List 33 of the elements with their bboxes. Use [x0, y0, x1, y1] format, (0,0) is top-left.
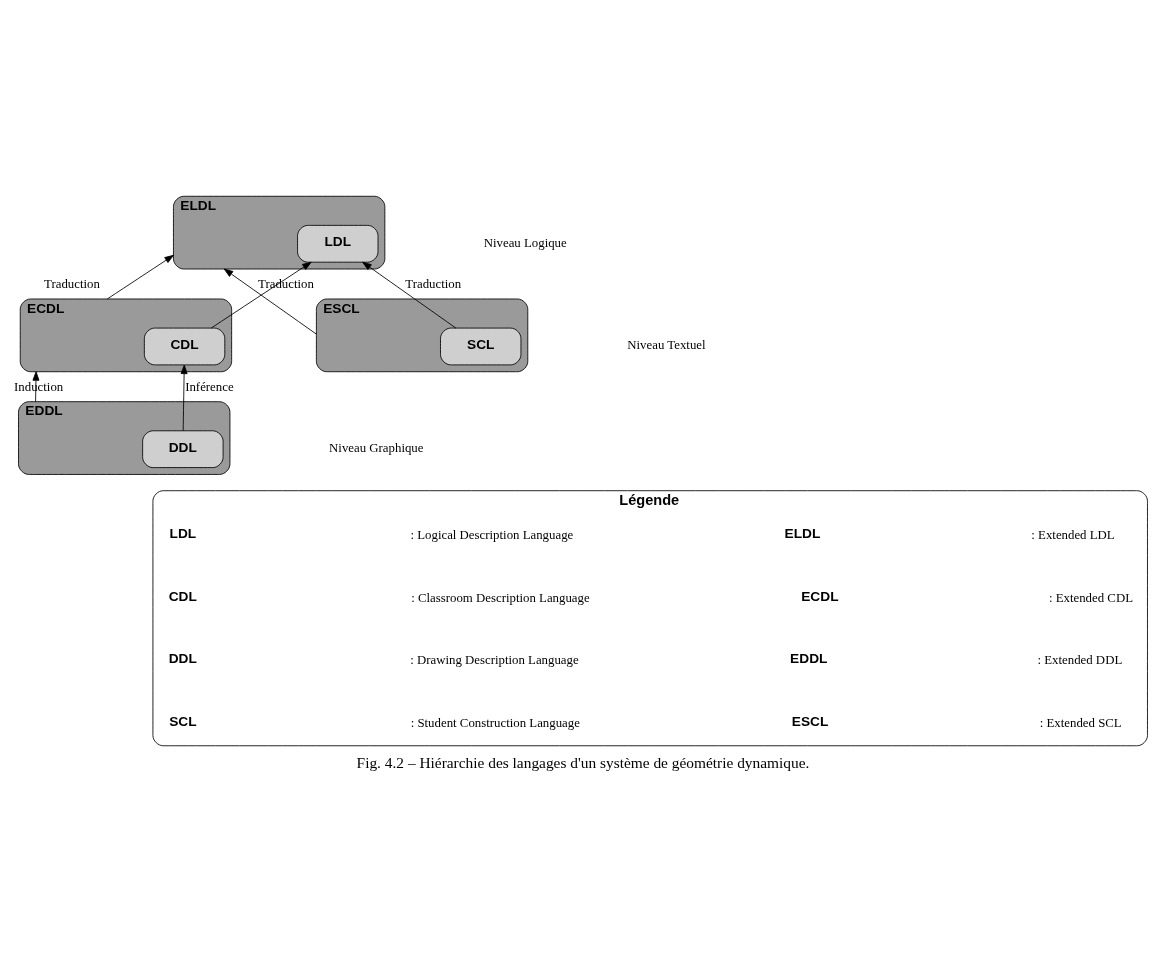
label: SCL — [169, 713, 197, 729]
node-box: SCL — [440, 327, 522, 365]
label: : Classroom Description Language — [411, 590, 590, 605]
label: Niveau Textuel — [627, 337, 706, 352]
node-box: CDL — [143, 327, 226, 365]
caption: Fig. 4.2 – Hiérarchie des langages d'un système de géométrie dynamique. — [356, 753, 810, 771]
label: DDL — [168, 650, 197, 666]
label: CDL — [168, 588, 197, 604]
arrow — [362, 261, 457, 328]
label: : Extended CDL — [1048, 590, 1134, 605]
edge-label: Traduction — [44, 276, 100, 291]
edge-label: Traduction — [405, 276, 462, 291]
arrow — [106, 254, 174, 299]
edge-label: Inférence — [185, 379, 234, 394]
arrow — [180, 364, 188, 431]
label: : Drawing Description Language — [410, 652, 579, 667]
label: : Student Construction Language — [410, 715, 580, 730]
label: ESCL — [791, 713, 829, 729]
node-box: LDL — [297, 224, 379, 263]
label: ECDL — [801, 588, 839, 604]
node-box: DDL — [142, 429, 224, 468]
arrow — [223, 268, 317, 335]
label: : Extended SCL — [1039, 715, 1122, 730]
label: ELDL — [784, 525, 821, 541]
label: : Extended DDL — [1037, 652, 1123, 667]
label: Niveau Logique — [483, 235, 567, 250]
label: : Extended LDL — [1031, 527, 1115, 542]
label: EDDL — [790, 650, 828, 666]
arrow — [210, 261, 312, 328]
label: : Logical Description Language — [410, 527, 574, 542]
label: LDL — [169, 525, 197, 541]
edge-label: Induction — [14, 379, 64, 394]
label: Niveau Graphique — [329, 440, 424, 455]
